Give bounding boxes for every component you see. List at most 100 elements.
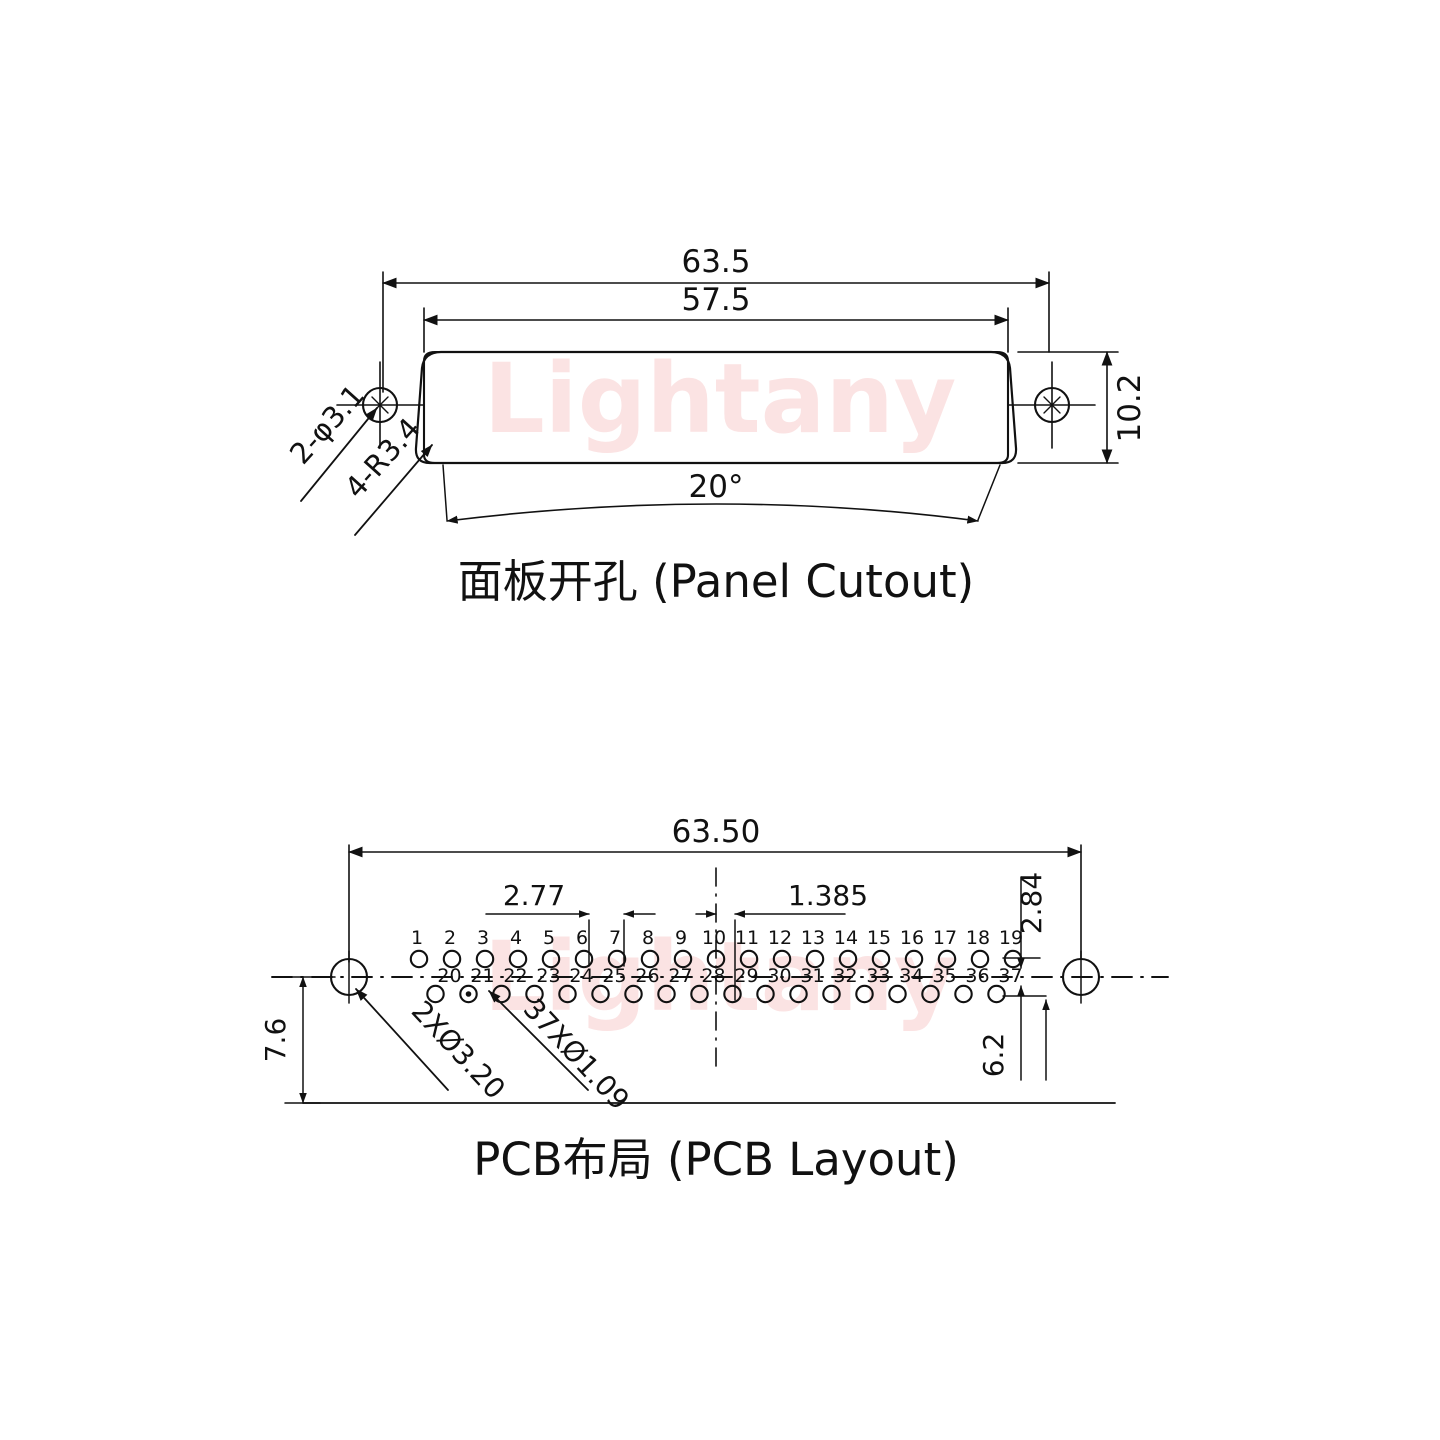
- pin-hole: [772, 949, 792, 969]
- pin-number: 27: [668, 965, 692, 987]
- pin-number: 12: [768, 927, 792, 949]
- pin-hole: [970, 949, 990, 969]
- pin-number: 22: [503, 965, 527, 987]
- cutout-profile: [414, 350, 1018, 465]
- pcb-dim-label-7-6: 7.6: [259, 1018, 292, 1063]
- pin-number: 35: [932, 965, 956, 987]
- pin-number: 14: [834, 927, 858, 949]
- pin-number: 5: [543, 927, 555, 949]
- pin-hole: [690, 984, 709, 1004]
- leader-4-r3-4: [354, 444, 433, 536]
- pcb-dim-63-50: [348, 844, 1082, 963]
- pin-hole: [871, 949, 891, 969]
- pin-number: 6: [576, 927, 588, 949]
- pin-number: 11: [735, 927, 759, 949]
- pcb-dim-label-2-84: 2.84: [1015, 872, 1048, 934]
- callout-label-2-phi3-1: 2-φ3.1: [283, 378, 371, 471]
- pcb-dim-label-1-385: 1.385: [788, 879, 868, 912]
- pin-hole: [459, 984, 478, 1004]
- pin-hole: [987, 984, 1006, 1004]
- pin-number: 34: [899, 965, 923, 987]
- pin-number: 20: [437, 965, 461, 987]
- pin-hole: [409, 949, 429, 969]
- pin-number: 16: [900, 927, 924, 949]
- panel-mounting-hole-left: [336, 361, 424, 449]
- pin-hole: [525, 984, 544, 1004]
- pin-hole: [888, 984, 907, 1004]
- leader-2-phi3-1: [300, 407, 378, 502]
- pin-hole: [657, 984, 676, 1004]
- dim-label-20-deg: 20°: [689, 469, 744, 505]
- pin-hole: [492, 984, 511, 1004]
- pin-number: 21: [470, 965, 494, 987]
- pin-number: 17: [933, 927, 957, 949]
- pin-number: 28: [701, 965, 725, 987]
- pcb-dim-6-2: [1002, 985, 1050, 1081]
- pin-number: 32: [833, 965, 857, 987]
- pin-hole: [756, 984, 775, 1004]
- pin-hole: [591, 984, 610, 1004]
- pin-hole: [706, 949, 726, 969]
- pin-number: 10: [702, 927, 726, 949]
- dim-label-63-5: 63.5: [681, 244, 750, 280]
- pin-number: 25: [602, 965, 626, 987]
- pin-hole: [789, 984, 808, 1004]
- pcb-pin-holes: [409, 949, 1023, 1004]
- pin-hole: [855, 984, 874, 1004]
- pcb-leader-mounting: [355, 988, 449, 1091]
- pin-hole: [904, 949, 924, 969]
- pcb-mounting-hole-left: [329, 950, 369, 1004]
- pin-number: 8: [642, 927, 654, 949]
- pin-hole: [723, 984, 742, 1004]
- pin-number: 2: [444, 927, 456, 949]
- pcb-mounting-hole-right: [1061, 950, 1101, 1004]
- dim-label-10-2: 10.2: [1112, 373, 1148, 442]
- pin-number: 7: [609, 927, 621, 949]
- pin-hole: [442, 949, 462, 969]
- pin-number: 30: [767, 965, 791, 987]
- pin-hole: [937, 949, 957, 969]
- pin-number: 19: [999, 927, 1023, 949]
- pcb-dim-7-6: [284, 976, 336, 1104]
- pin-hole: [921, 984, 940, 1004]
- pin-number: 18: [966, 927, 990, 949]
- pin-number: 3: [477, 927, 489, 949]
- pin-hole: [541, 949, 561, 969]
- pcb-dim-label-63-50: 63.50: [672, 814, 761, 850]
- pin-hole: [426, 984, 445, 1004]
- pin-hole-marker: [465, 991, 472, 997]
- dim-label-57-5: 57.5: [681, 282, 750, 318]
- pin-number: 26: [635, 965, 659, 987]
- pin-hole: [1003, 949, 1023, 969]
- pin-hole: [805, 949, 825, 969]
- dim-63-5: [382, 271, 1050, 393]
- pin-number: 29: [734, 965, 758, 987]
- pcb-dim-label-6-2: 6.2: [977, 1033, 1010, 1078]
- pin-hole: [475, 949, 495, 969]
- pcb-layout-title: PCB布局 (PCB Layout): [473, 1133, 959, 1186]
- pin-hole: [838, 949, 858, 969]
- pin-number: 31: [800, 965, 824, 987]
- text-layer: 63.5 57.5 10.2 20° 2-φ3.1 4-R3.4 面板开孔 (P…: [259, 244, 1148, 1186]
- dim-10-2: [1017, 351, 1119, 464]
- pcb-dim-label-2-77: 2.77: [503, 879, 565, 912]
- pin-number: 23: [536, 965, 560, 987]
- pin-hole: [607, 949, 627, 969]
- pin-number: 36: [965, 965, 989, 987]
- pcb-leader-pins: [488, 990, 589, 1091]
- pin-hole: [673, 949, 693, 969]
- pin-number: 24: [569, 965, 593, 987]
- panel-cutout-view: [300, 271, 1119, 536]
- pin-hole: [624, 984, 643, 1004]
- pin-number: 33: [866, 965, 890, 987]
- panel-cutout-title: 面板开孔 (Panel Cutout): [458, 555, 974, 608]
- pin-hole: [739, 949, 759, 969]
- pin-hole: [822, 984, 841, 1004]
- pcb-layout-view: [271, 844, 1169, 1104]
- pin-hole: [508, 949, 528, 969]
- pin-number: 13: [801, 927, 825, 949]
- pin-hole: [558, 984, 577, 1004]
